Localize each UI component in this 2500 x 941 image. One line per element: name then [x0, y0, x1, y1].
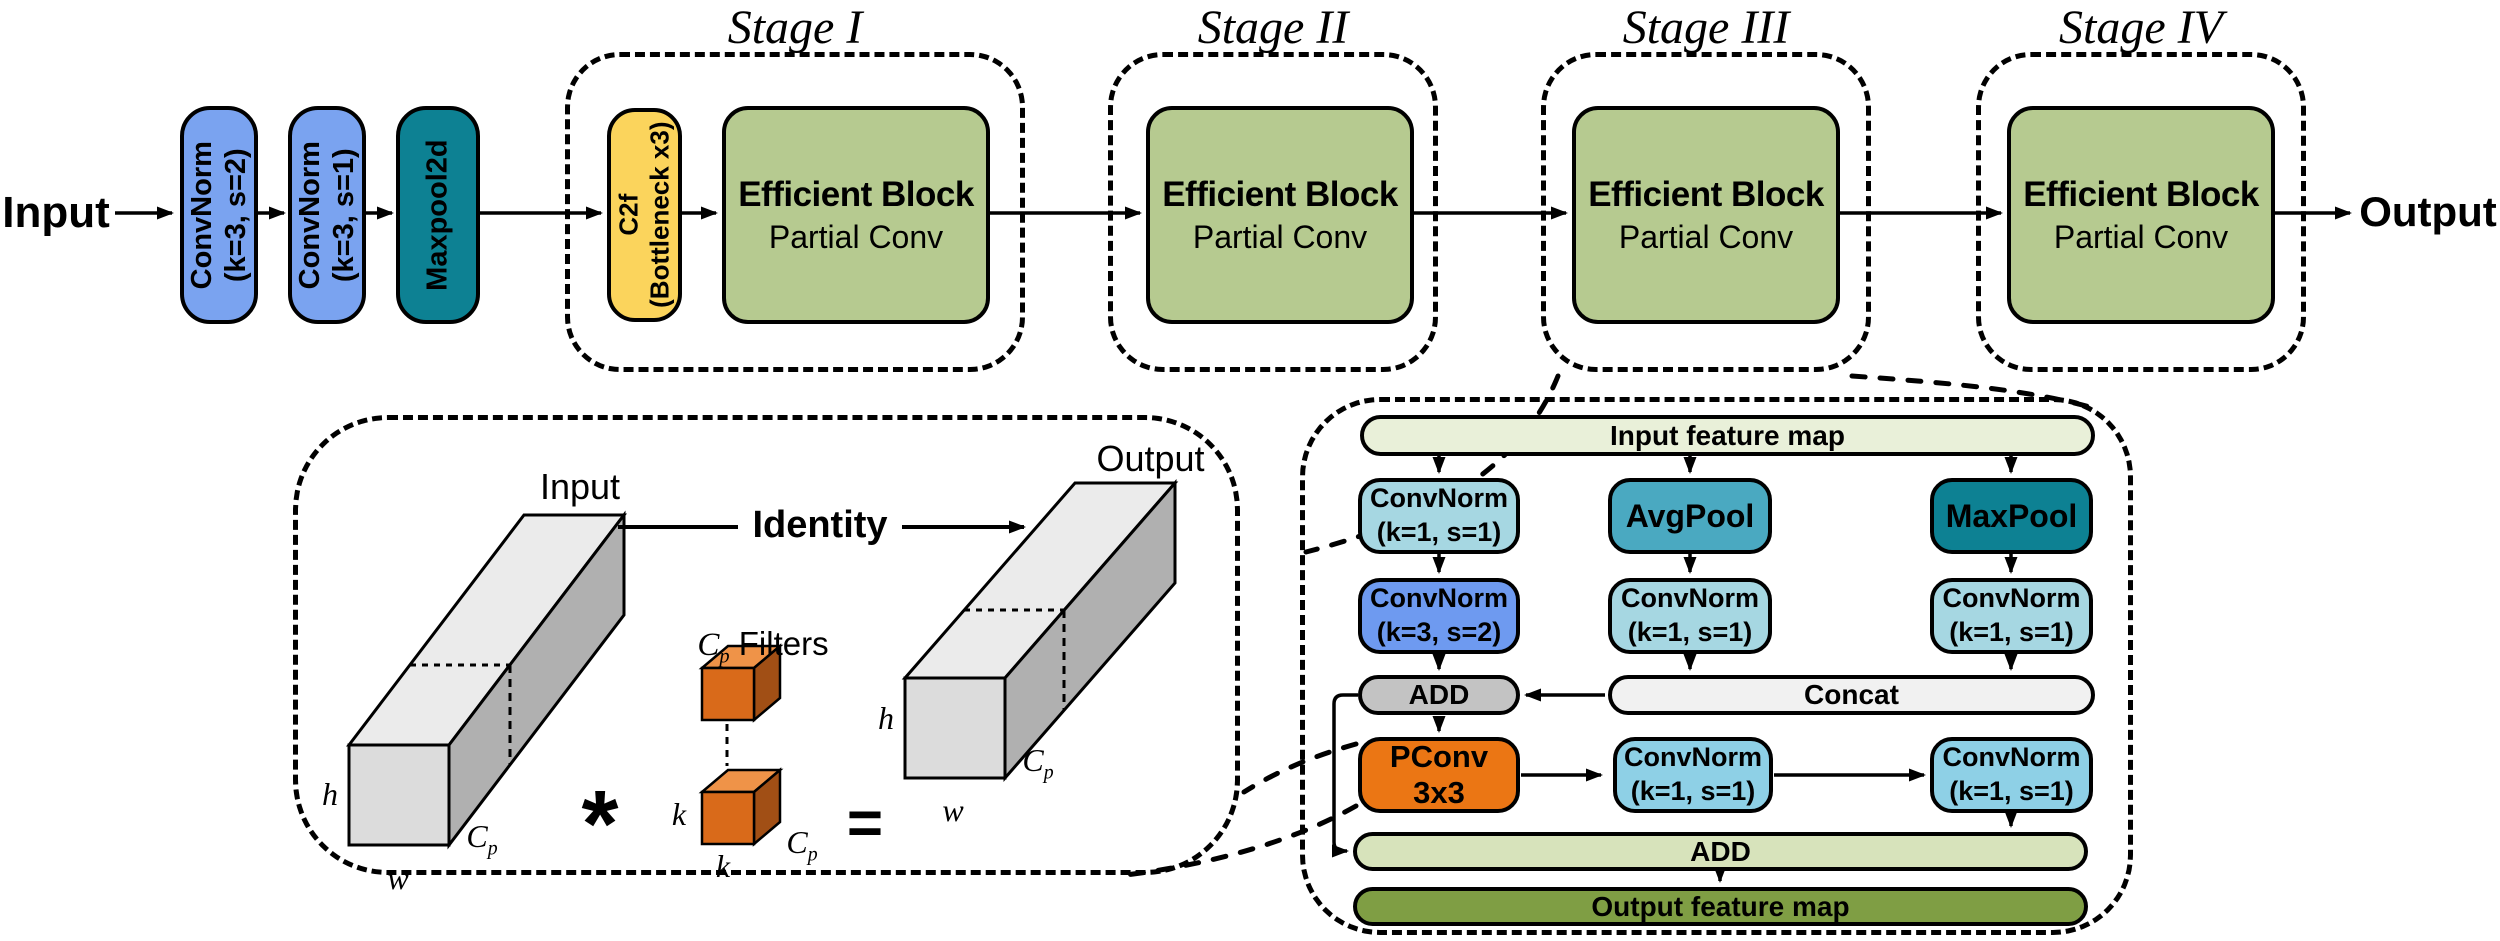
efficient-block-title: Efficient Block — [1588, 174, 1824, 214]
partial-conv-detail-box — [293, 415, 1240, 875]
block-line2: (k=1, s=1) — [1630, 776, 1756, 806]
stem-2-line2: (k=3, s=1) — [328, 148, 361, 282]
convnorm-k1s1-after-pconv-1: ConvNorm (k=1, s=1) — [1613, 737, 1773, 813]
pc-output-label: Output — [1096, 438, 1205, 479]
maxpool-text: MaxPool — [1945, 497, 2078, 534]
input-dim-w: w — [387, 860, 409, 896]
c2f-block: C2f(Bottleneck x3) — [607, 108, 682, 322]
avgpool-text: AvgPool — [1625, 497, 1755, 534]
dim-c: C — [1022, 742, 1044, 778]
stem-2-line1: ConvNorm — [293, 140, 326, 290]
stem-1-line2: (k=3, s=2) — [220, 148, 253, 282]
input-feature-map-bar: Input feature map — [1360, 415, 2095, 456]
add-bar-text: ADD — [1690, 835, 1751, 867]
stem-3-line1: Maxpool2d — [421, 139, 454, 291]
stem-convnorm-2: ConvNorm(k=3, s=1) — [288, 106, 366, 324]
dim-c-sub: p — [487, 837, 498, 860]
block-line1: ConvNorm — [1369, 583, 1508, 614]
output-dim-w: w — [942, 792, 964, 828]
efficient-block-stage2: Efficient Block Partial Conv — [1146, 106, 1414, 324]
stage-4-title: Stage IV — [2059, 1, 2223, 54]
efficient-block-subtitle: Partial Conv — [768, 218, 944, 255]
block-line2: (k=1, s=1) — [1376, 517, 1502, 547]
pconv-text: PConv 3x3 — [1389, 739, 1489, 810]
stage-2-title: Stage II — [1197, 1, 1349, 54]
efficient-block-stage4: Efficient Block Partial Conv — [2007, 106, 2275, 324]
filter-cubes — [698, 643, 784, 847]
efficient-block-title: Efficient Block — [2023, 174, 2259, 214]
stem-maxpool: Maxpool2d — [396, 106, 480, 324]
dim-c: C — [786, 824, 808, 860]
identity-label: Identity — [738, 503, 902, 547]
convnorm-k1s1-after-pconv-2: ConvNorm (k=1, s=1) — [1930, 737, 2093, 813]
detail-arrows — [1332, 456, 2018, 883]
dim-c-sub: p — [1043, 761, 1054, 784]
stem-1-line1: ConvNorm — [185, 140, 218, 290]
input-feature-map-text: Input feature map — [1610, 419, 1845, 451]
convnorm-k3s2-block: ConvNorm (k=3, s=2) — [1358, 578, 1520, 654]
filter-dim-k-left: k — [671, 796, 687, 832]
convnorm-k1s1-branch3: ConvNorm (k=1, s=1) — [1930, 578, 2093, 654]
input-tensor-cuboid — [345, 510, 628, 850]
efficient-block-stage3: Efficient Block Partial Conv — [1572, 106, 1840, 324]
stage-3-title: Stage III — [1622, 1, 1790, 54]
pc-input-label: Input — [539, 466, 621, 507]
efficient-block-stage1: Efficient Block Partial Conv — [722, 106, 990, 324]
convolution-operator: * — [581, 771, 619, 877]
concat-text: Concat — [1804, 679, 1899, 710]
input-dim-cp: Cp — [452, 818, 512, 860]
filters-c-sub: p — [719, 645, 730, 668]
output-dim-h: h — [878, 700, 894, 736]
filter-dim-k-bottom: k — [715, 848, 731, 884]
concat-pill: Concat — [1608, 675, 2095, 715]
maxpool-block: MaxPool — [1930, 478, 2093, 554]
efficient-block-title: Efficient Block — [1162, 174, 1398, 214]
block-line1: ConvNorm — [1942, 742, 2081, 773]
add-bar: ADD — [1353, 832, 2088, 871]
output-feature-map-bar: Output feature map — [1353, 887, 2088, 926]
stem-convnorm-1: ConvNorm(k=3, s=2) — [180, 106, 258, 324]
block-line2: (k=1, s=1) — [1949, 617, 2074, 647]
dim-c: C — [466, 818, 488, 854]
block-line1: ConvNorm — [1369, 483, 1508, 514]
dim-c-sub: p — [807, 843, 818, 866]
input-label: Input — [2, 188, 110, 237]
add-pill: ADD — [1358, 675, 1520, 715]
efficient-block-subtitle: Partial Conv — [2053, 218, 2229, 255]
filters-c: C — [697, 627, 720, 663]
stage-1-title: Stage I — [727, 1, 863, 54]
equals-operator: = — [846, 789, 884, 858]
block-line1: ConvNorm — [1620, 583, 1759, 614]
efficient-block-title: Efficient Block — [738, 174, 974, 214]
add-text: ADD — [1408, 679, 1470, 710]
output-tensor-cuboid — [901, 478, 1179, 783]
c2f-line1: C2f — [613, 194, 644, 236]
efficient-block-detail-box — [1300, 397, 2133, 935]
block-line1: ConvNorm — [1623, 742, 1762, 773]
block-line2: (k=1, s=1) — [1949, 776, 2074, 806]
output-dim-cp: Cp — [1008, 742, 1068, 784]
filter-dim-cp: Cp — [772, 824, 832, 866]
convnorm-k1s1-branch2: ConvNorm (k=1, s=1) — [1608, 578, 1772, 654]
c2f-line2: (Bottleneck x3) — [644, 121, 675, 309]
filters-text: Filters — [729, 625, 829, 662]
output-feature-map-text: Output feature map — [1591, 890, 1850, 922]
block-line1: ConvNorm — [1942, 583, 2081, 614]
output-label: Output — [2359, 188, 2497, 235]
convnorm-k1s1-branch1: ConvNorm (k=1, s=1) — [1358, 478, 1520, 554]
efficient-block-subtitle: Partial Conv — [1618, 218, 1794, 255]
input-dim-h: h — [322, 776, 338, 812]
filters-caption: Cp Filters — [668, 625, 858, 669]
block-line2: (k=3, s=2) — [1376, 617, 1502, 647]
avgpool-block: AvgPool — [1608, 478, 1772, 554]
efficient-block-subtitle: Partial Conv — [1192, 218, 1368, 255]
block-line2: (k=1, s=1) — [1627, 617, 1753, 647]
pconv-block: PConv 3x3 — [1358, 737, 1520, 813]
